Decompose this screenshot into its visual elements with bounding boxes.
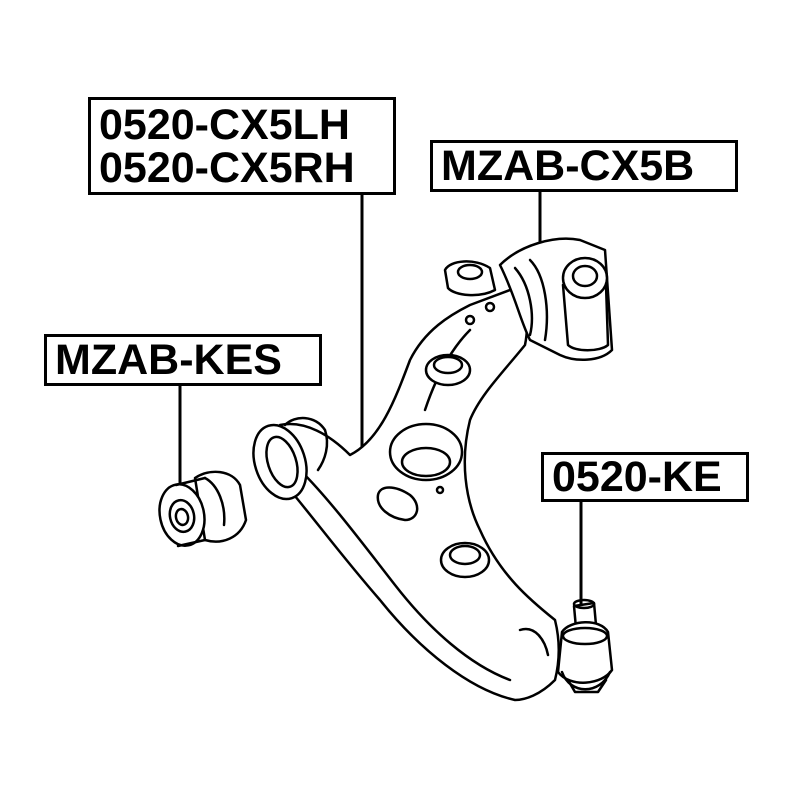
rear-bushing-drawing bbox=[443, 237, 614, 361]
rear-bushing-part-label: MZAB-CX5B bbox=[430, 140, 738, 192]
front-eye bbox=[252, 416, 329, 501]
part-number-ball-joint: 0520-KE bbox=[552, 452, 722, 501]
arm-slot bbox=[376, 486, 419, 522]
control-arm-part-label: 0520-CX5LH 0520-CX5RH bbox=[88, 97, 396, 195]
arm-hole-upper bbox=[424, 353, 472, 387]
part-number-front-bushing: MZAB-KES bbox=[55, 335, 282, 384]
part-number-right: 0520-CX5RH bbox=[99, 144, 355, 192]
ball-joint-drawing bbox=[556, 598, 614, 694]
front-bushing-drawing bbox=[158, 470, 248, 548]
arm-hole-center bbox=[388, 422, 464, 482]
control-arm-body bbox=[278, 288, 560, 702]
part-number-left: 0520-CX5LH bbox=[99, 101, 350, 149]
ball-joint-part-label: 0520-KE bbox=[541, 452, 749, 502]
part-number-rear-bushing: MZAB-CX5B bbox=[441, 141, 695, 190]
arm-hole-lower bbox=[439, 541, 491, 579]
front-bushing-part-label: MZAB-KES bbox=[44, 334, 322, 386]
